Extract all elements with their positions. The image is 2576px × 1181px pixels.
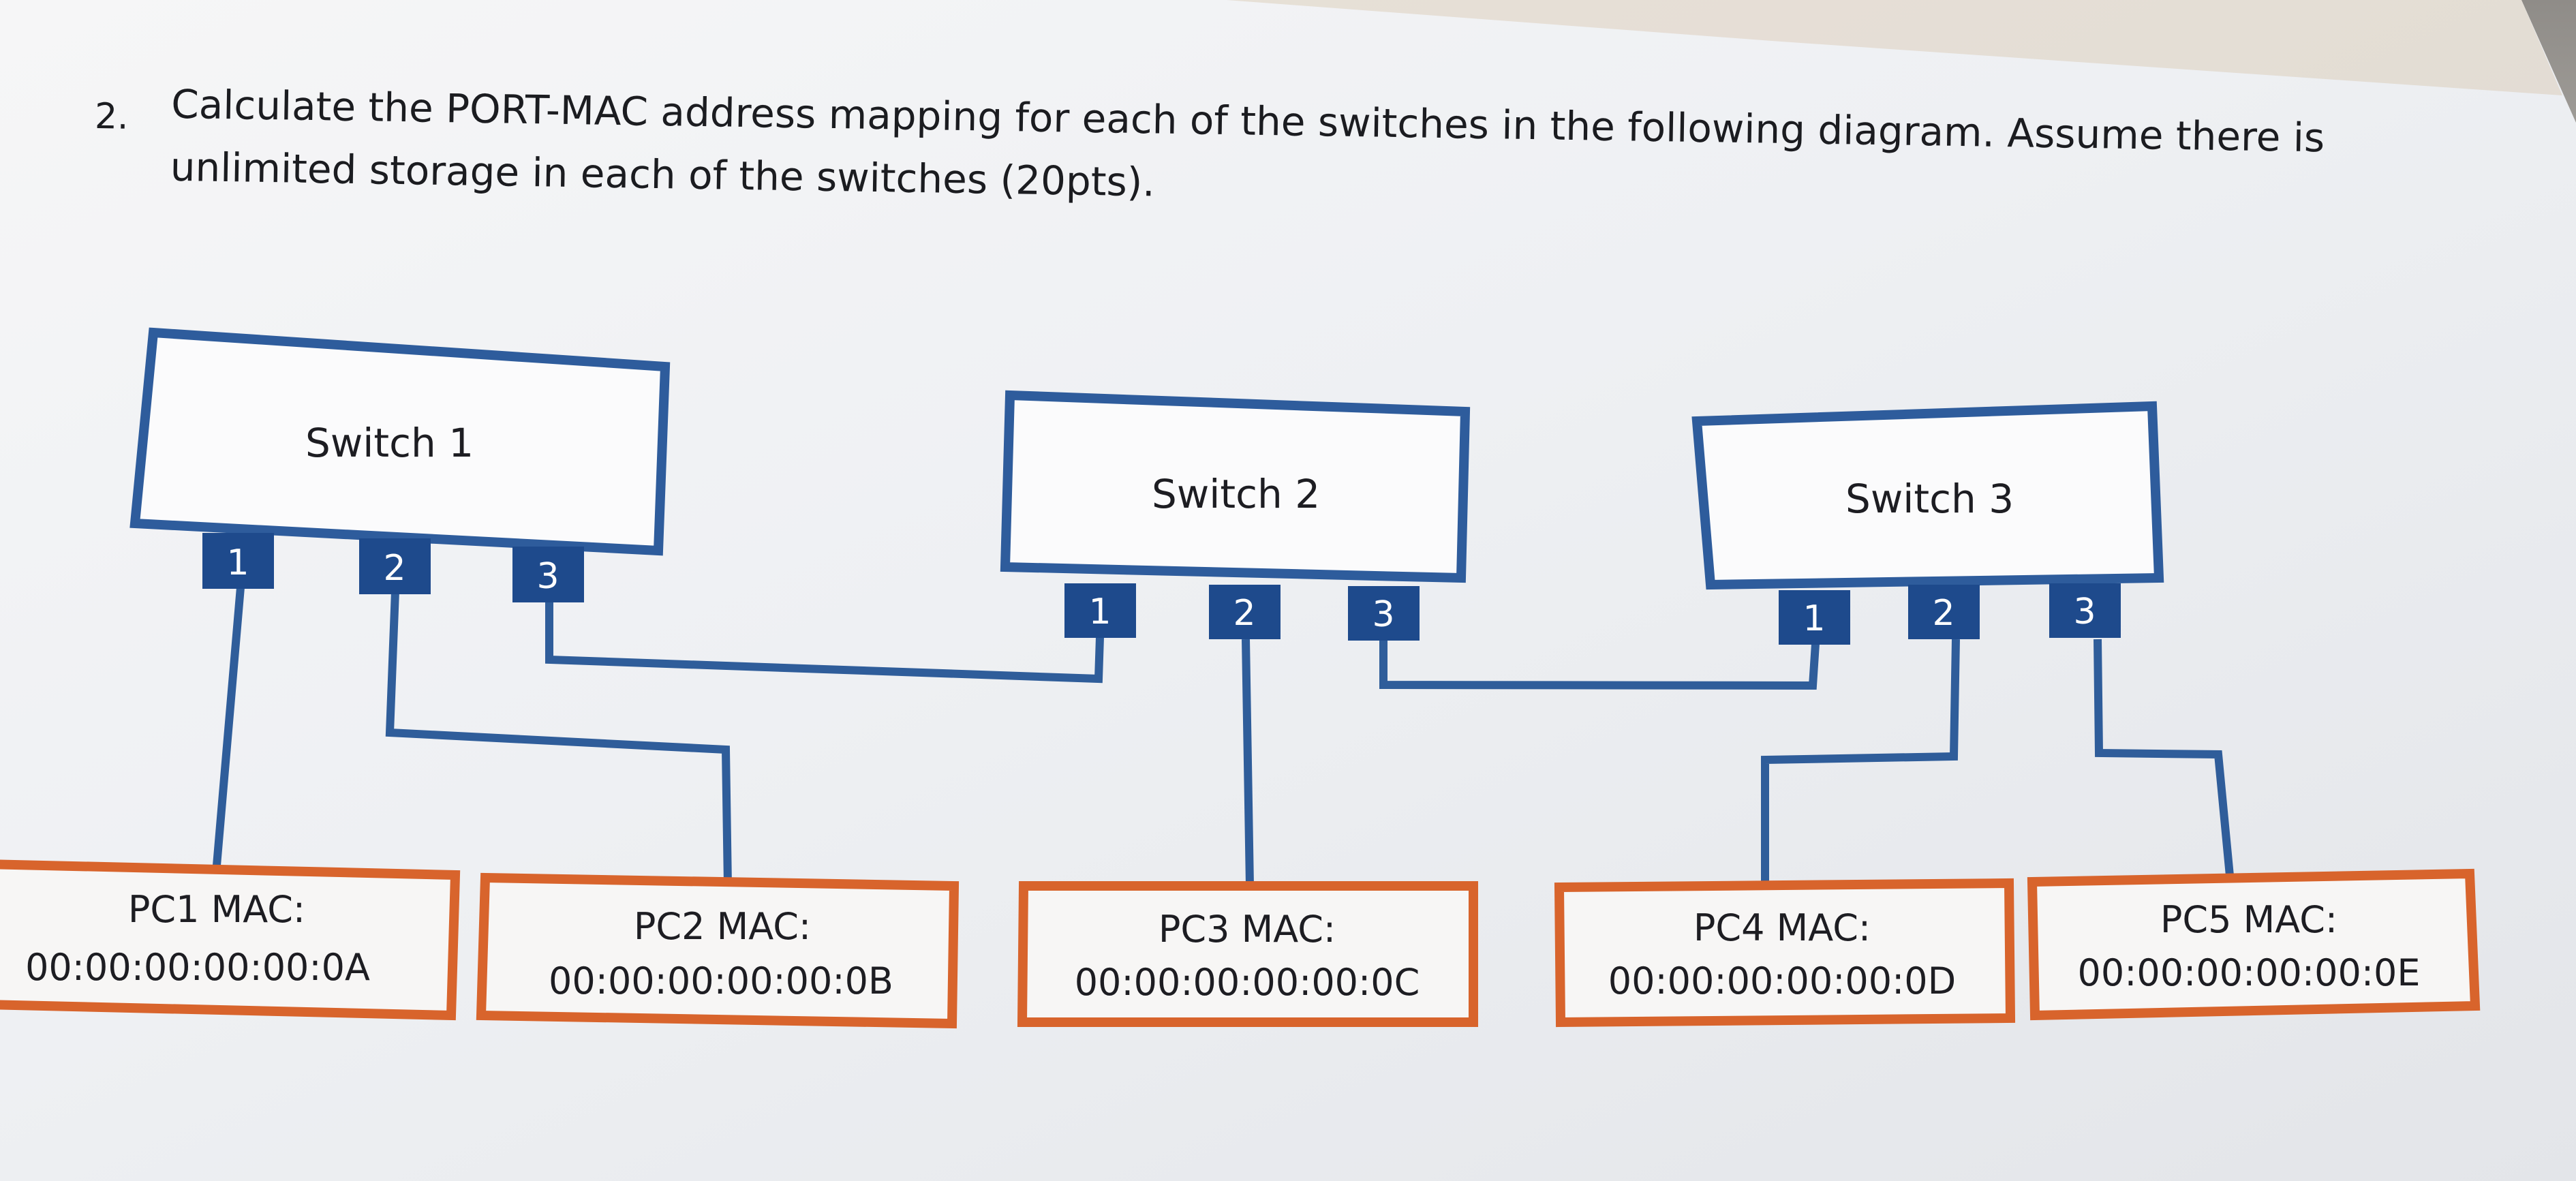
svg-text:1: 1 (226, 542, 249, 583)
svg-text:1: 1 (1803, 598, 1825, 639)
pc-1-name: PC1 MAC: (128, 888, 305, 931)
svg-text:1: 1 (1088, 592, 1111, 632)
pc-4: PC4 MAC: 00:00:00:00:00:0D (1554, 878, 2016, 1028)
pc-5-name: PC5 MAC: (2160, 898, 2337, 941)
link-sw2p3-sw3p1 (1379, 641, 1820, 690)
pc-2: PC2 MAC: 00:00:00:00:00:0B (476, 872, 960, 1029)
pc-3-mac: 00:00:00:00:00:0C (1075, 961, 1420, 1004)
switch-3: Switch 3 (1691, 401, 2164, 590)
svg-text:2: 2 (1233, 593, 1255, 634)
switch-2: Switch 2 (1000, 390, 1471, 583)
pc-5: PC5 MAC: 00:00:00:00:00:0E (2027, 868, 2481, 1021)
switch-2-port-1: 1 (1064, 583, 1136, 638)
link-pc2-sw1p2 (385, 591, 732, 887)
switch-3-port-3: 3 (2049, 583, 2121, 638)
switch-3-label: Switch 3 (1845, 476, 2014, 522)
switch-1: Switch 1 (129, 327, 671, 556)
switch-2-ports: 1 2 3 (1064, 583, 1420, 641)
link-pc5-sw3p3 (2094, 639, 2234, 876)
switch-1-label: Switch 1 (305, 420, 474, 466)
pc-2-mac: 00:00:00:00:00:0B (549, 960, 893, 1002)
pc-1: PC1 MAC: 00:00:00:00:00:0A (0, 859, 461, 1021)
pc-4-mac: 00:00:00:00:00:0D (1608, 960, 1956, 1002)
switch-3-ports: 1 2 3 (1779, 583, 2121, 645)
switch-2-port-2: 2 (1209, 585, 1281, 639)
pc-4-name: PC4 MAC: (1693, 906, 1871, 949)
pc-3: PC3 MAC: 00:00:00:00:00:0C (1017, 881, 1478, 1027)
switch-1-port-3: 3 (512, 547, 584, 602)
link-pc3-sw2p2 (1242, 639, 1254, 887)
pc-1-mac: 00:00:00:00:00:0A (25, 946, 370, 989)
switch-1-port-2: 2 (359, 538, 431, 594)
link-pc1-sw1p1 (213, 587, 245, 866)
switch-2-label: Switch 2 (1152, 471, 1320, 517)
pc-2-name: PC2 MAC: (634, 905, 811, 948)
svg-text:3: 3 (2073, 592, 2096, 632)
pc-5-mac: 00:00:00:00:00:0E (2077, 951, 2420, 994)
svg-text:3: 3 (536, 556, 559, 597)
switch-1-port-1: 1 (202, 533, 274, 589)
switch-2-port-3: 3 (1348, 586, 1420, 641)
link-sw1p3-sw2p1 (545, 600, 1104, 684)
svg-text:2: 2 (383, 548, 405, 589)
svg-text:3: 3 (1372, 594, 1394, 635)
switch-1-ports: 1 2 3 (202, 533, 584, 602)
link-pc4-sw3p2 (1761, 639, 1960, 886)
pc-3-name: PC3 MAC: (1159, 908, 1336, 951)
svg-text:2: 2 (1932, 593, 1954, 634)
switch-3-port-2: 2 (1908, 585, 1980, 639)
switch-3-port-1: 1 (1779, 590, 1850, 645)
